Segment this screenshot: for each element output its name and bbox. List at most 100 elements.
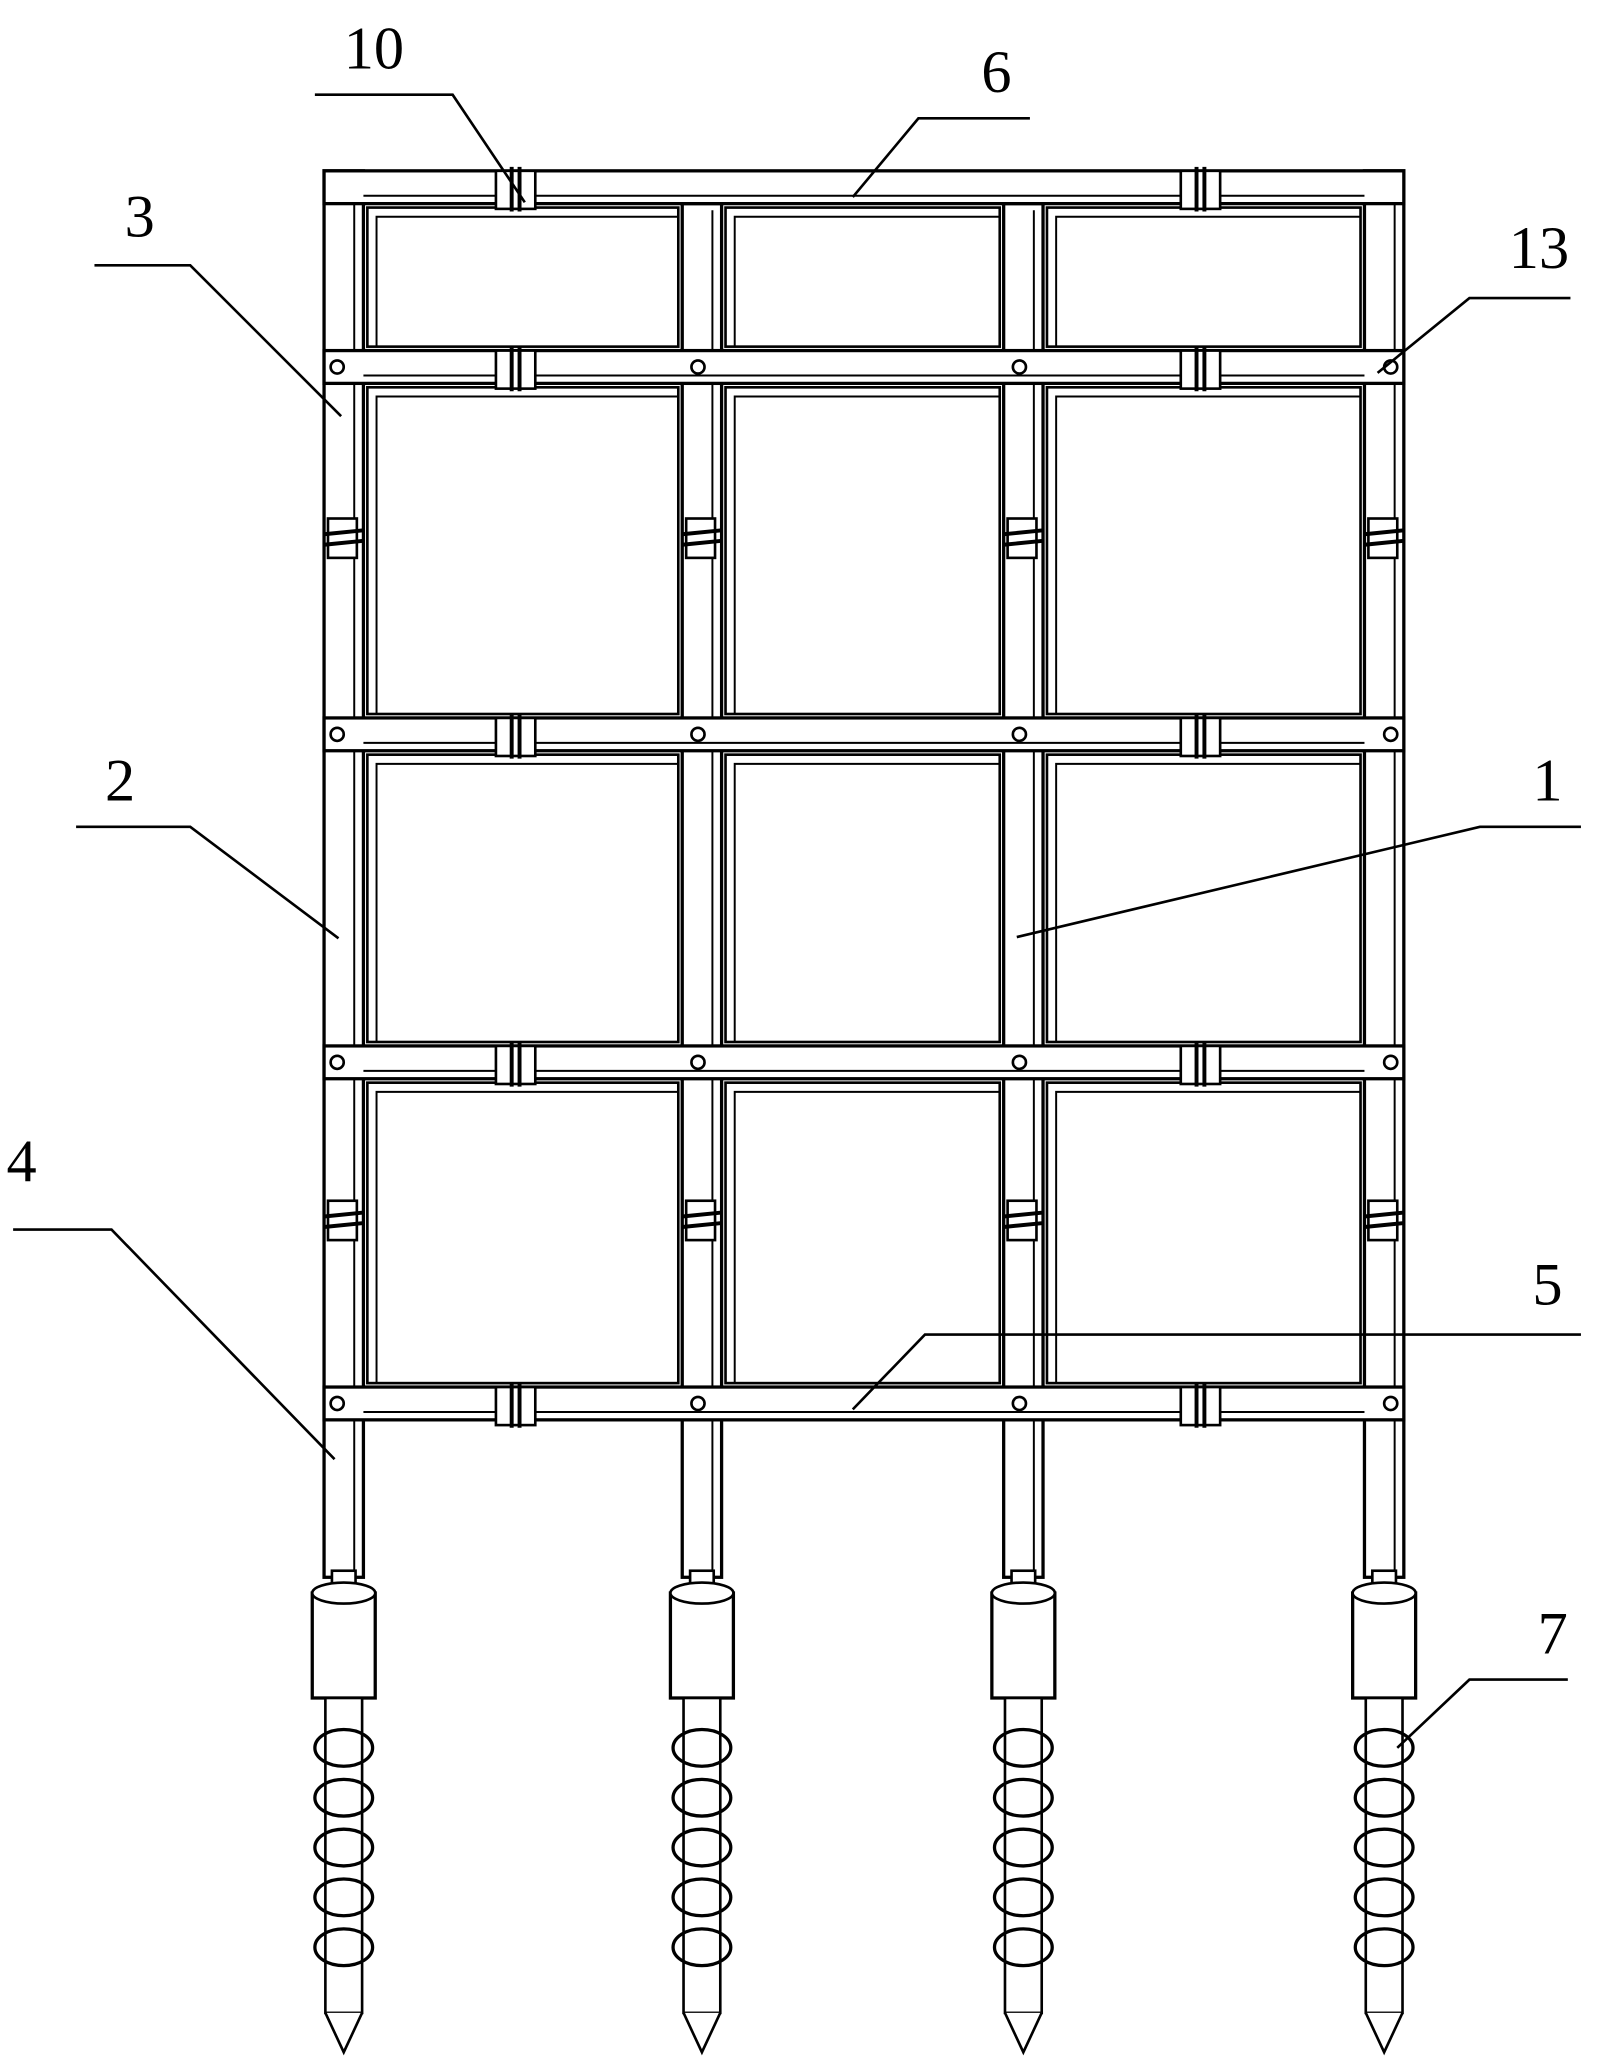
pile-tip <box>324 2012 364 2056</box>
label-7: 7 <box>1538 1600 1568 1667</box>
label-3: 3 <box>125 183 155 250</box>
horizontal-beam <box>322 348 1406 386</box>
screw-helix <box>313 1777 375 1818</box>
label-2: 2 <box>105 748 135 815</box>
connector-sleeve <box>1179 349 1222 390</box>
screw-helix <box>671 1877 733 1918</box>
connector-thread <box>1003 1221 1044 1229</box>
grid-frame <box>322 166 1406 1579</box>
leader-line-6 <box>851 117 1030 198</box>
screw-helix <box>992 1877 1054 1918</box>
screw-helix <box>671 1777 733 1818</box>
pile-cylinder-top <box>310 1581 377 1605</box>
connector-thread <box>1364 1210 1405 1219</box>
bolt-hole <box>1011 1395 1028 1412</box>
connector-sleeve <box>684 1199 717 1242</box>
label-1: 1 <box>1532 748 1562 815</box>
connector-sleeve <box>326 1199 359 1242</box>
pile-shaft <box>682 1696 722 2015</box>
pile-cylinder <box>1351 1591 1418 1700</box>
connector-sleeve <box>1179 1385 1222 1427</box>
horizontal-beam <box>322 1044 1406 1081</box>
connector-sleeve <box>1179 716 1222 758</box>
panel-opening <box>1045 386 1362 716</box>
panel-bevel <box>1055 1090 1361 1384</box>
pile-cylinder <box>310 1591 377 1700</box>
connector-thread <box>682 1221 722 1229</box>
screw-helix <box>313 1827 375 1868</box>
bolt-hole <box>690 1395 706 1412</box>
connector-sleeve <box>494 169 537 211</box>
pile-shaft <box>1364 1696 1404 2015</box>
bolt-hole <box>690 726 706 743</box>
screw-helix <box>313 1727 375 1768</box>
panel-bevel <box>733 1090 1000 1384</box>
label-13: 13 <box>1509 215 1569 282</box>
connector-sleeve <box>1179 1044 1222 1086</box>
bolt-hole <box>329 1054 346 1071</box>
pile-tip <box>1364 2012 1404 2056</box>
vertical-column <box>680 201 724 1579</box>
connector-thread <box>682 528 722 537</box>
panel-bevel <box>1055 395 1361 714</box>
label-4: 4 <box>7 1128 37 1195</box>
panel-bevel <box>733 215 1000 347</box>
connector-sleeve <box>326 517 359 560</box>
pile-tip <box>682 2012 722 2056</box>
screw-helix <box>671 1927 733 1968</box>
panel-opening <box>366 386 680 716</box>
reference-labels: 10 6 3 13 2 1 4 5 7 <box>7 16 1581 1749</box>
connector-sleeve <box>494 1385 537 1427</box>
leader-line-2 <box>76 825 340 940</box>
connector-thread <box>1003 538 1044 547</box>
leader-line-1 <box>1016 825 1581 939</box>
connector-thread <box>1364 1221 1405 1229</box>
bolt-hole <box>1011 1054 1028 1071</box>
screw-helix <box>992 1777 1054 1818</box>
connector-sleeve <box>494 1044 537 1086</box>
connector-thread <box>1364 528 1405 537</box>
pile-shaft <box>324 1696 364 2015</box>
connector-thread <box>1003 1210 1044 1219</box>
label-5: 5 <box>1532 1251 1562 1318</box>
panel-opening <box>724 386 1002 716</box>
screw-helix <box>313 1927 375 1968</box>
screw-helix <box>992 1727 1054 1768</box>
connector-thread <box>1364 538 1405 547</box>
bolt-hole <box>1382 1054 1399 1071</box>
vertical-column <box>1002 201 1045 1579</box>
panel-opening <box>1045 206 1362 348</box>
label-10: 10 <box>344 16 404 83</box>
panel-opening <box>1045 1081 1362 1385</box>
connector-thread <box>1003 528 1044 537</box>
connector-sleeve <box>1367 517 1399 560</box>
panel-opening <box>1045 753 1362 1044</box>
connector-sleeve <box>1006 517 1038 560</box>
leader-line-4 <box>13 1228 336 1461</box>
leader-line-13 <box>1376 296 1571 374</box>
connector-sleeve <box>684 517 717 560</box>
bolt-hole <box>329 359 346 375</box>
bolt-hole <box>1382 1395 1399 1412</box>
horizontal-beam <box>322 169 1406 206</box>
horizontal-beam <box>322 716 1406 753</box>
screw-helix <box>671 1827 733 1868</box>
panel-opening <box>724 753 1002 1044</box>
screw-helix <box>1353 1777 1415 1818</box>
leader-line-10 <box>314 93 526 204</box>
panel-opening <box>724 1081 1002 1385</box>
panel-bevel <box>733 762 1000 1042</box>
connector-thread <box>682 538 722 547</box>
screw-helix <box>1353 1927 1415 1968</box>
screw-helix <box>1353 1727 1415 1768</box>
panel-bevel <box>375 1090 679 1384</box>
panel-opening <box>366 206 680 348</box>
connector-thread <box>323 528 364 537</box>
bolt-hole <box>690 359 706 375</box>
panel-bevel <box>375 762 679 1042</box>
screw-helix <box>992 1927 1054 1968</box>
screw-helix <box>1353 1827 1415 1868</box>
connector-sleeve <box>494 716 537 758</box>
pile-cylinder <box>668 1591 736 1700</box>
